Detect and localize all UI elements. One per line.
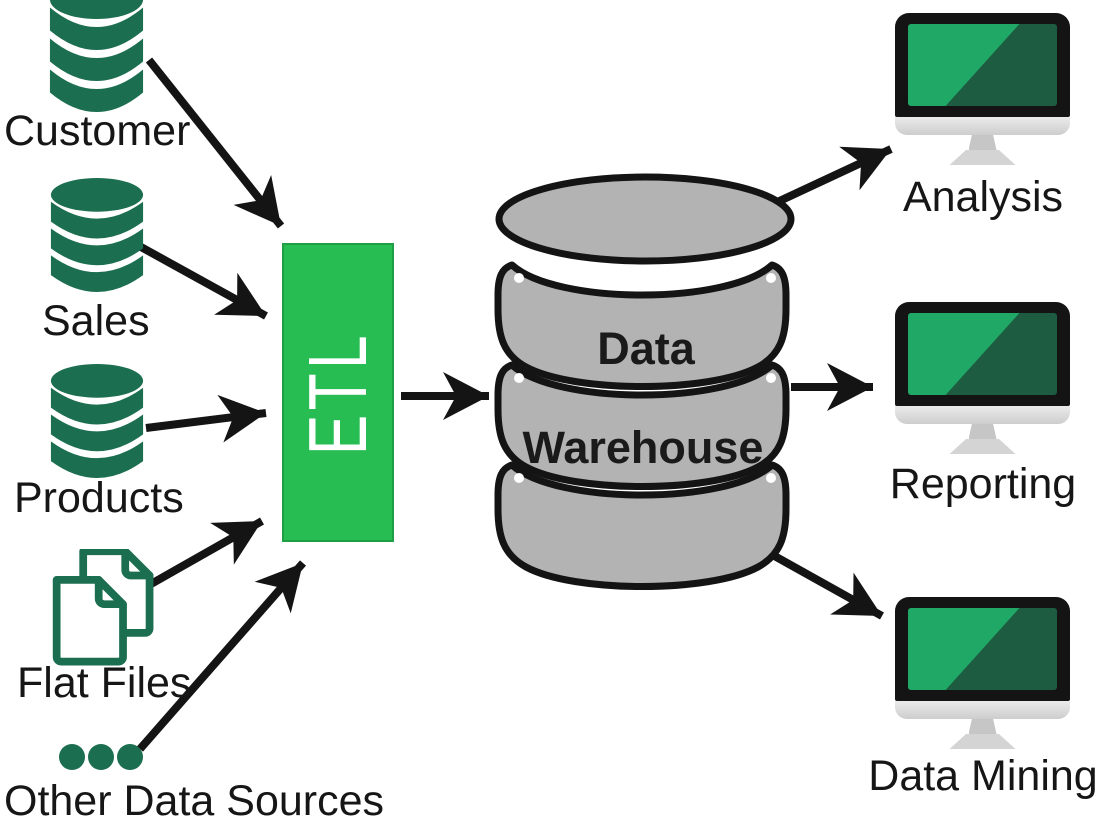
- monitor-bezel: [895, 302, 1070, 406]
- monitor-bezel: [895, 13, 1070, 117]
- warehouse-label-line2: Warehouse: [523, 422, 764, 473]
- monitor-icon-analysis: [895, 13, 1070, 165]
- etl-box: ETL: [282, 243, 394, 542]
- monitor-screen: [908, 313, 1057, 395]
- monitor-screen: [908, 24, 1057, 106]
- source-label-customer: Customer: [4, 107, 191, 155]
- arrow-other-sources-to-etl: [136, 560, 307, 752]
- monitor-stand-neck: [968, 424, 997, 439]
- monitor-stand-base: [949, 150, 1016, 165]
- monitor-chin: [895, 406, 1070, 424]
- monitor-screen: [908, 608, 1057, 690]
- monitor-chin: [895, 117, 1070, 135]
- monitor-icon-reporting: [895, 302, 1070, 454]
- arrow-customer-to-etl: [145, 57, 285, 229]
- output-label-reporting: Reporting: [889, 460, 1077, 508]
- flat-files-icon: [52, 549, 154, 666]
- source-label-other-data-sources: Other Data Sources: [4, 777, 385, 825]
- monitor-stand-base: [949, 734, 1016, 749]
- arrow-warehouse-to-data-mining: [760, 545, 884, 620]
- monitor-bezel: [895, 597, 1070, 701]
- monitor-stand-neck: [968, 135, 997, 150]
- band-notches: [514, 273, 776, 483]
- database-icon-customer: [49, 0, 144, 112]
- output-label-data-mining: Data Mining: [868, 752, 1098, 800]
- arrow-flat-files-to-etl: [149, 517, 264, 588]
- ellipsis-dots-icon: [59, 744, 143, 770]
- dot: [88, 744, 114, 770]
- dot: [59, 744, 85, 770]
- monitor-stand-neck: [968, 719, 997, 734]
- source-label-sales: Sales: [42, 297, 150, 345]
- database-icon-sales: [50, 178, 144, 292]
- arrow-sales-to-etl: [139, 243, 268, 320]
- dot: [117, 744, 143, 770]
- output-label-analysis: Analysis: [902, 173, 1064, 221]
- monitor-icon-data-mining: [895, 597, 1070, 749]
- arrow-products-to-etl: [145, 394, 267, 443]
- monitor-stand-base: [949, 439, 1016, 454]
- monitor-chin: [895, 701, 1070, 719]
- data-warehouse-cylinder-icon: Data Warehouse: [489, 173, 795, 593]
- source-label-flat-files: Flat Files: [17, 659, 192, 707]
- warehouse-label-line1: Data: [597, 323, 696, 374]
- database-icon-products: [50, 364, 144, 478]
- etl-label: ETL: [291, 330, 384, 455]
- source-label-products: Products: [14, 474, 184, 522]
